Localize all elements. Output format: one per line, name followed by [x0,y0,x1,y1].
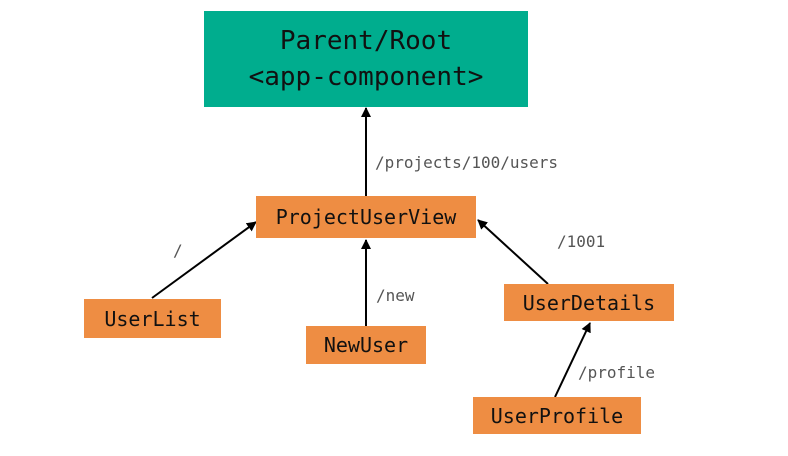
edge-label-root-slash: / [173,241,183,260]
node-label: UserProfile [490,403,624,428]
root-node: Parent/Root <app-component> [204,11,528,107]
edge-label-projects-users: /projects/100/users [375,153,559,172]
node-new-user: NewUser [306,326,426,364]
node-label: ProjectUserView [275,205,457,229]
root-component-tag: <app-component> [248,62,484,92]
edge-label-new: /new [376,286,415,305]
node-label: NewUser [323,333,409,357]
edge-userdetails-to-projectuserview [477,219,549,285]
node-project-user-view: ProjectUserView [256,196,476,238]
root-title: Parent/Root [279,26,453,56]
edge-label-1001: /1001 [557,232,606,251]
node-user-profile: UserProfile [473,397,641,434]
node-user-details: UserDetails [504,284,674,321]
node-user-list: UserList [84,299,221,338]
edge-userlist-to-projectuserview [151,221,257,299]
node-label: UserList [104,306,201,331]
edge-userprofile-to-userdetails [554,322,591,398]
edge-label-profile: /profile [578,363,656,382]
node-label: UserDetails [522,290,656,315]
